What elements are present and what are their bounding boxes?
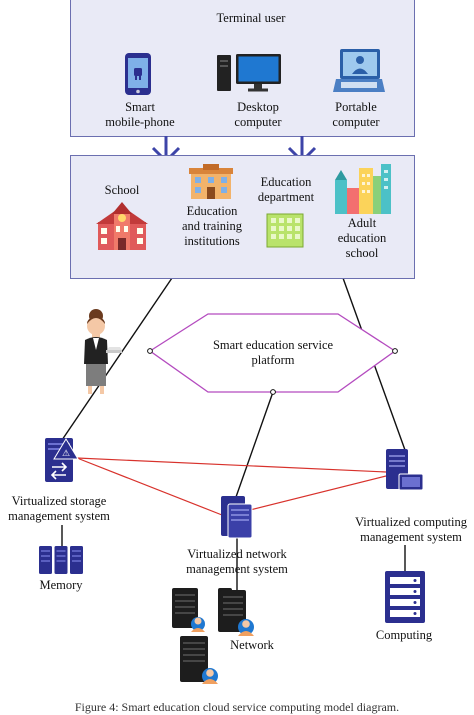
platform-label: Smart education service platform (192, 338, 354, 368)
svg-text:⚠: ⚠ (62, 449, 70, 459)
computing-label: Computing (375, 628, 433, 642)
network-label-line2: management system (186, 562, 288, 576)
adult-education-school-icon (335, 164, 391, 214)
education-department-icon (266, 213, 304, 248)
network-system-icon (221, 496, 253, 539)
red-link-storage-network (76, 457, 223, 516)
storage-label-line1: Virtualized storage (11, 494, 107, 508)
teacher-figure-icon (84, 309, 122, 394)
platform-label-line2: platform (251, 353, 295, 367)
computing-label-line1: Virtualized computing (354, 515, 468, 529)
education-department-label: Education department (246, 175, 326, 205)
training-institution-icon (189, 164, 233, 199)
red-link-storage-computing (76, 457, 387, 473)
adult-label-line3: school (345, 246, 379, 260)
figure-caption: Figure 4: Smart education cloud service … (74, 700, 400, 714)
device-label-smartphone: Smart mobile-phone (90, 100, 190, 130)
training-label-line3: institutions (184, 234, 240, 248)
junction-dot-bottom (270, 389, 276, 395)
laptop-label-line1: Portable (335, 100, 377, 114)
computing-system-label: Virtualized computing management system (348, 515, 474, 545)
smartphone-label-line2: mobile-phone (105, 115, 175, 129)
school-label: School (104, 183, 140, 197)
desktop-label-line2: computer (234, 115, 282, 129)
smartphone-label-line1: Smart (125, 100, 155, 114)
red-link-network-computing (249, 475, 387, 511)
desktop-label-line1: Desktop (237, 100, 279, 114)
network-server-right-icon (220, 590, 254, 636)
school-building-icon (96, 202, 148, 250)
smartphone-icon (125, 53, 151, 95)
laptop-label-line2: computer (332, 115, 380, 129)
platform-label-line1: Smart education service (212, 338, 334, 352)
department-label-line1: Education (260, 175, 312, 189)
department-label-line2: department (257, 190, 315, 204)
memory-label: Memory (39, 578, 83, 592)
training-label-line1: Education (186, 204, 238, 218)
computing-rack-icon (385, 571, 425, 623)
desktop-computer-icon (217, 54, 281, 92)
computing-system-icon (386, 449, 424, 491)
adult-label-line2: education (337, 231, 387, 245)
device-label-desktop: Desktop computer (208, 100, 308, 130)
training-label-line2: and training (181, 219, 243, 233)
device-label-laptop: Portable computer (306, 100, 406, 130)
link-box-to-storage (61, 277, 173, 441)
terminal-user-title: Terminal user (216, 11, 286, 25)
junction-dot-left (147, 348, 153, 354)
network-label: Network (230, 638, 274, 652)
training-institution-label: Education and training institutions (166, 204, 258, 249)
storage-system-label: Virtualized storage management system (0, 494, 118, 524)
junction-dot-right (392, 348, 398, 354)
link-platform-to-network (235, 391, 274, 498)
adult-label-line1: Adult (347, 216, 377, 230)
network-label-line1: Virtualized network (187, 547, 287, 561)
network-system-label: Virtualized network management system (172, 547, 302, 577)
computing-label-line2: management system (360, 530, 462, 544)
storage-system-icon: ⚠ (45, 438, 79, 482)
storage-label-line2: management system (8, 509, 110, 523)
memory-server-icon (39, 546, 83, 574)
adult-education-school-label: Adult education school (322, 216, 402, 261)
laptop-icon (333, 49, 385, 92)
